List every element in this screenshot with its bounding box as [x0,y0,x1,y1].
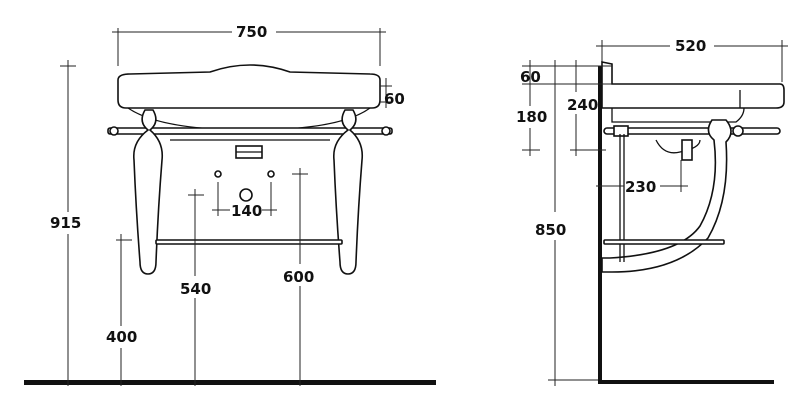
dim-waste-height: 540 [180,189,211,386]
side-leg [601,119,732,273]
dim-label-60-front: 60 [384,90,405,108]
dim-label-230: 230 [625,178,656,196]
dim-label-600: 600 [283,268,314,286]
dim-label-180: 180 [516,108,547,126]
dim-label-400: 400 [106,328,137,346]
dim-label-850: 850 [535,221,566,239]
side-basin [601,61,785,161]
dim-floor-to-rim: 850 [535,60,598,386]
dim-label-915: 915 [50,214,81,232]
tap-hole-left [214,170,222,178]
dim-wall-offset-height: 240 [567,60,606,156]
dim-floor-to-top: 915 [50,60,81,386]
dim-label-750: 750 [236,23,267,41]
side-top-rail [603,125,781,137]
front-left-leg [132,109,164,275]
dim-waste-offset: 230 [596,160,688,196]
dim-tap-height: 600 [283,168,314,386]
waste-outlet [239,188,253,202]
dim-depth: 520 [596,37,788,82]
side-wall [598,66,602,384]
tap-hole-right [267,170,275,178]
side-lower-towel-bar [603,239,725,245]
dim-label-240: 240 [567,96,598,114]
dim-waste-spacing: 140 [212,182,277,220]
floor-line [24,380,436,385]
dim-basin-height: 180 [516,84,547,156]
front-top-rail [107,126,393,141]
dim-label-60-side: 60 [520,68,541,86]
dim-label-520: 520 [675,37,706,55]
dim-label-140: 140 [231,202,262,220]
side-view: 520 60 [516,37,788,386]
dim-label-540: 540 [180,280,211,298]
front-basin [117,64,381,159]
dim-rim-height: 60 [380,78,405,108]
dim-towel-bar-height: 400 [106,234,137,386]
front-right-leg [332,109,364,275]
dim-side-rim-height: 60 [520,60,612,90]
front-lower-towel-bar [155,239,343,245]
front-view: 750 60 [24,23,436,386]
dim-overall-width: 750 [112,23,386,66]
side-floor [598,380,774,384]
